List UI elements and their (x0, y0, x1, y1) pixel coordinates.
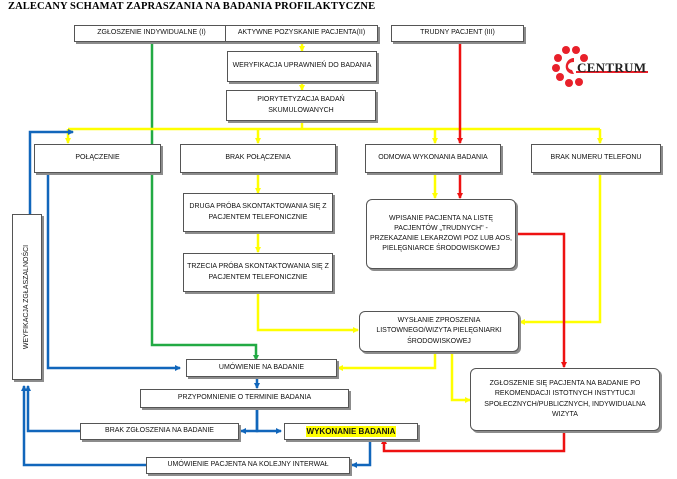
logo-dot (552, 64, 560, 72)
logo-dot (575, 78, 583, 86)
connector-przypomnienie-to-brak-zgloszenia (240, 408, 259, 434)
centrum-logo (552, 46, 648, 87)
box-wpisanie-trudnych: WPISANIE PACJENTA NA LISTĘ PACJENTÓW „TR… (366, 199, 516, 269)
weryfikacja-zgloszalnosci-label: WEYFIKACJA ZGŁASZALNOŚCI (22, 244, 30, 350)
connector-trzecia-to-wyslanie (256, 292, 359, 333)
box-aktywne-pozyskanie: AKTYWNE POZYSKANIE PACJENTA(II) (225, 25, 378, 42)
connector-brak-numeru-to-wyslanie (519, 173, 602, 325)
box-druga-proba: DRUGA PRÓBA SKONTAKTOWANIA SIĘ Z PACJENT… (183, 193, 333, 232)
logo-swoosh (565, 58, 574, 74)
box-wykonanie: WYKONANIE BADANIA (284, 423, 418, 440)
box-zgloszenie-indywidualne: ZGŁOSZENIE INDYWIDUALNE (I) (74, 25, 229, 42)
box-brak-numeru: BRAK NUMERU TELEFONU (531, 144, 661, 173)
logo-text: CENTRUM (577, 60, 647, 75)
connector-zgloszenie-rekomendacji-to-wykonanie (381, 431, 566, 453)
box-wyslanie-zaproszenia: WYSŁANIE ZPROSZENIA LISTOWNEGO/WIZYTA PI… (359, 311, 519, 352)
box-priorytetyzacja: PIORYTETYZACJA BADAŃ SKUMULOWANYCH (226, 90, 376, 121)
box-zgloszenie-rekomendacji: ZGŁOSZENIE SIĘ PACJENTA NA BADANIE PO RE… (470, 368, 660, 431)
box-odmowa: ODMOWA WYKONANIA BADANIA (365, 144, 501, 173)
box-polaczenie: POŁĄCZENIE (34, 144, 161, 173)
connector-brak-zgloszenia-to-weryfikacja (25, 385, 80, 433)
wykonanie-label: WYKONANIE BADANIA (305, 425, 397, 438)
diagram-title: ZALECANY SCHAMAT ZAPRASZANIA NA BADANIA … (8, 1, 376, 12)
box-trzecia-proba: TRZECIA PRÓBA SKONTAKTOWANIA SIĘ Z PACJE… (183, 253, 333, 292)
box-weryfikacja-uprawnien: WERYFIKACJA UPRAWNIEŃ DO BADANIA (227, 51, 377, 82)
box-umowienie-kolejny: UMÓWIENIE PACJENTA NA KOLEJNY INTERWAŁ (146, 457, 350, 474)
box-umowienie: UMÓWIENIE NA BADANIE (186, 359, 337, 377)
logo-dot (562, 46, 570, 54)
connector-zgloszenie-to-umowienie (150, 42, 259, 361)
logo-dot (556, 73, 564, 81)
logo-dot (580, 54, 588, 62)
logo-dot (565, 79, 573, 87)
box-przypomnienie: PRZYPOMNIENIE O TERMINIE BADANIA (140, 389, 349, 408)
connector-polaczenie-to-umowienie (46, 173, 181, 371)
connector-przypomnienie-to-wykonanie (255, 408, 282, 434)
connector-weryfikacja-zgloszalnosci-to-polaczenie (28, 129, 74, 214)
connector-wpisanie-to-zgloszenie-rekomendacji (516, 232, 567, 368)
logo-underline (576, 71, 648, 73)
yellow-connectors (65, 42, 603, 403)
connector-wyslanie-to-umowienie (337, 352, 437, 371)
logo-dot (572, 46, 580, 54)
connector-wykonanie-to-kolejny-interwal (351, 441, 372, 468)
green-connectors (150, 42, 259, 361)
box-brak-zgloszenia: BRAK ZGŁOSZENIA NA BADANIE (80, 423, 239, 440)
connector-wyslanie-to-zgloszenie-rekomendacji (450, 352, 471, 403)
red-connectors (381, 42, 567, 453)
box-trudny-pacjent: TRUDNY PACJENT (III) (391, 25, 524, 42)
connector-kolejny-interwal-to-weryfikacja (21, 385, 146, 467)
box-weryfikacja-zgloszalnosci: WEYFIKACJA ZGŁASZALNOŚCI (12, 214, 42, 380)
blue-connectors (21, 129, 372, 468)
logo-dot (554, 54, 562, 62)
box-brak-polaczenia: BRAK POŁĄCZENIA (180, 144, 336, 173)
